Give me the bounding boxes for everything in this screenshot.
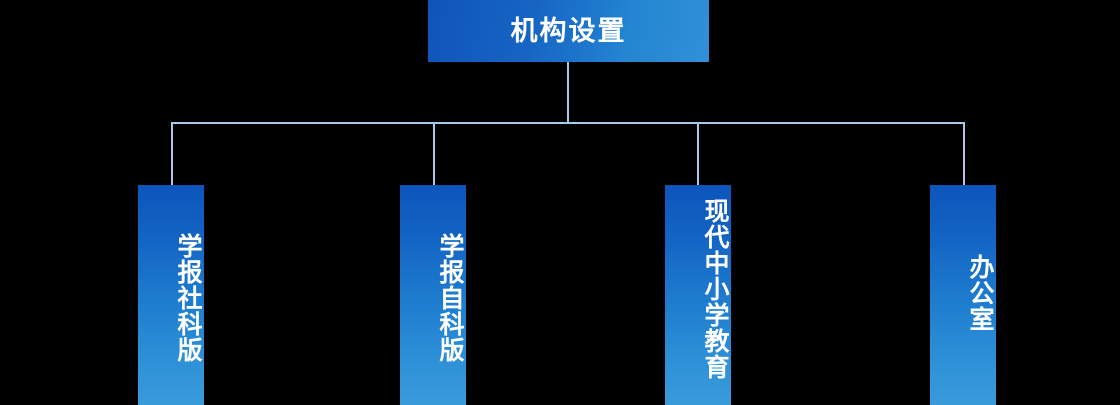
org-node-label-1: 学报社科版 bbox=[174, 233, 203, 363]
org-node-root[interactable]: 机构设置 bbox=[428, 0, 709, 62]
org-node-root-label: 机构设置 bbox=[510, 15, 627, 47]
org-node-label-4: 办公室 bbox=[966, 254, 995, 332]
org-node-xiandai-zhongxiaoxue-jiaoyu[interactable]: 现代中小学教育 bbox=[665, 185, 731, 405]
org-node-xuebao-shekeban[interactable]: 学报社科版 bbox=[138, 185, 204, 405]
connector-drop-4 bbox=[963, 122, 965, 185]
connector-drop-3 bbox=[697, 122, 699, 185]
connector-root-stem bbox=[567, 62, 569, 124]
org-node-bangongshi[interactable]: 办公室 bbox=[930, 185, 996, 405]
connector-horizontal-bus bbox=[171, 122, 965, 124]
org-node-label-2: 学报自科版 bbox=[436, 233, 465, 363]
org-node-label-3: 现代中小学教育 bbox=[701, 198, 730, 380]
connector-drop-1 bbox=[171, 122, 173, 185]
connector-drop-2 bbox=[433, 122, 435, 185]
org-node-xuebao-zikeban[interactable]: 学报自科版 bbox=[400, 185, 466, 405]
